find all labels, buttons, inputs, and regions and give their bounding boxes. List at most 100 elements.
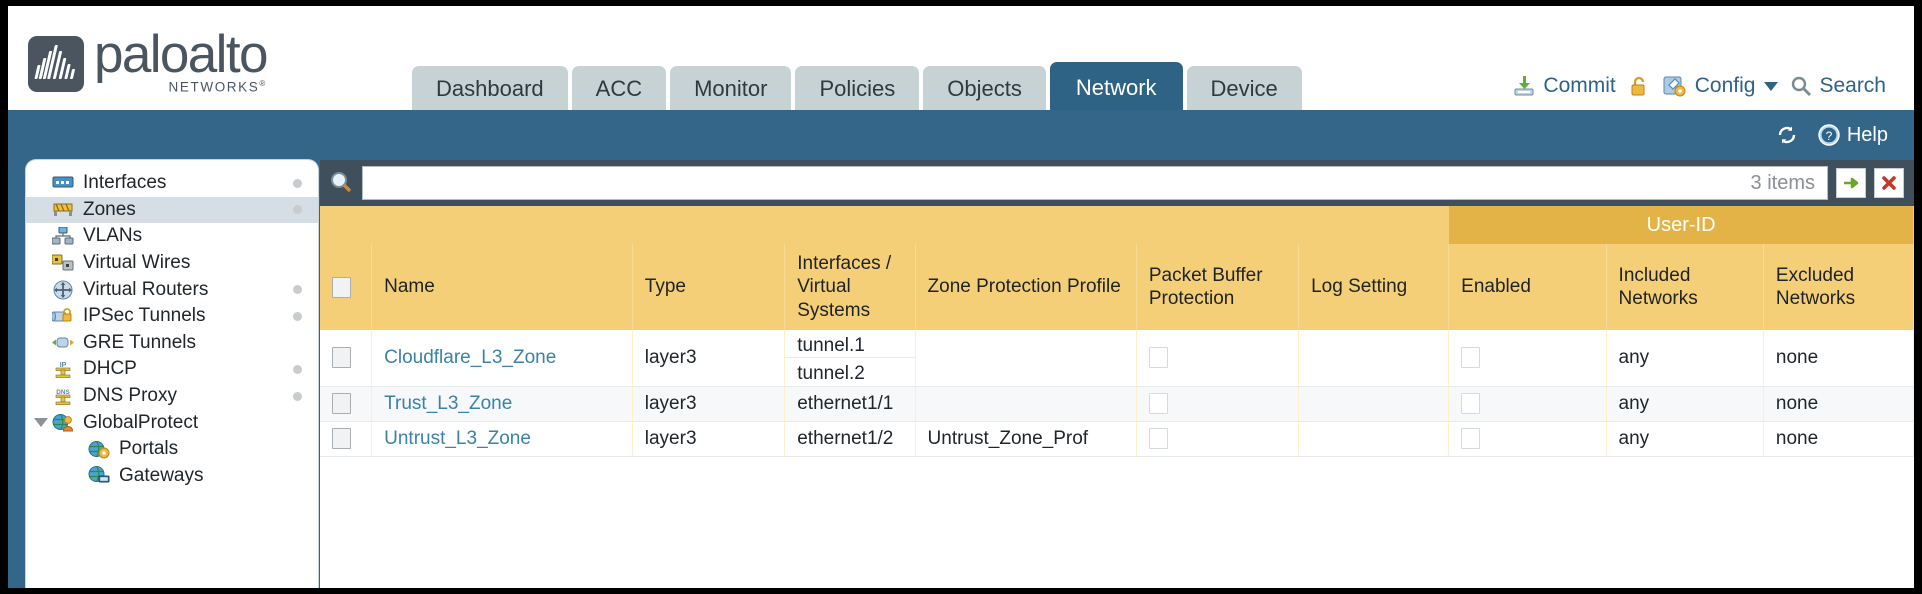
- brand-name: paloalto: [94, 25, 268, 84]
- band-actions: ? Help: [1775, 123, 1888, 147]
- sidebar-item-interfaces[interactable]: Interfaces: [26, 170, 318, 197]
- sidebar-item-label: Virtual Routers: [83, 278, 209, 300]
- apply-filter-button[interactable]: [1836, 168, 1866, 198]
- help-button[interactable]: ? Help: [1817, 123, 1888, 147]
- tab-objects[interactable]: Objects: [923, 65, 1046, 110]
- zone-link[interactable]: Trust_L3_Zone: [384, 393, 513, 414]
- main-tabs: Dashboard ACC Monitor Policies Objects N…: [412, 61, 1302, 110]
- sidebar-item-label: Gateways: [119, 464, 204, 486]
- status-dot: [293, 178, 302, 188]
- globalprotect-icon: [52, 413, 74, 432]
- row-checkbox[interactable]: [332, 428, 351, 450]
- cell-zone-protection-profile: Untrust_Zone_Prof: [915, 421, 1137, 457]
- sidebar-item-ipsec-tunnels[interactable]: IPSec Tunnels: [26, 303, 318, 330]
- cell-excluded-networks: none: [1763, 330, 1914, 387]
- column-header-included-networks[interactable]: Included Networks: [1606, 244, 1764, 330]
- cell-type: layer3: [632, 386, 786, 422]
- sidebar-item-label: GRE Tunnels: [83, 331, 196, 353]
- config-menu[interactable]: Config: [1662, 74, 1779, 98]
- sidebar-item-label: Virtual Wires: [83, 252, 191, 274]
- sidebar-item-virtual-wires[interactable]: Virtual Wires: [26, 250, 318, 277]
- page-body: Interfaces Zones VLANs Vir: [8, 160, 1914, 588]
- column-header-enabled[interactable]: Enabled: [1448, 244, 1607, 330]
- sub-header-band: ? Help: [8, 110, 1914, 160]
- sidebar-item-zones[interactable]: Zones: [26, 196, 318, 224]
- tab-device[interactable]: Device: [1186, 65, 1302, 110]
- enabled-checkbox[interactable]: [1461, 393, 1481, 415]
- cell-enabled: [1448, 386, 1607, 422]
- enabled-checkbox[interactable]: [1461, 428, 1481, 450]
- column-header-type[interactable]: Type: [632, 244, 786, 330]
- status-dot: [293, 391, 302, 401]
- column-header-zone-protection-profile[interactable]: Zone Protection Profile: [915, 244, 1137, 330]
- cell-packet-buffer-protection: [1136, 421, 1300, 457]
- brand-subtitle: NETWORKS®: [168, 78, 267, 95]
- cell-zone-protection-profile: [915, 330, 1137, 387]
- search-toolbar: 3 items: [320, 160, 1914, 206]
- column-header-log-setting[interactable]: Log Setting: [1298, 244, 1450, 330]
- clear-filter-button[interactable]: [1874, 168, 1904, 198]
- tab-dashboard[interactable]: Dashboard: [412, 65, 568, 110]
- column-header-interfaces[interactable]: Interfaces / Virtual Systems: [784, 244, 916, 330]
- tab-monitor[interactable]: Monitor: [670, 65, 792, 110]
- search-input[interactable]: 3 items: [362, 166, 1828, 200]
- sidebar-item-dns-proxy[interactable]: DNS DNS Proxy: [26, 383, 318, 410]
- cell-interfaces: ethernet1/2: [784, 421, 916, 457]
- row-checkbox[interactable]: [332, 347, 351, 369]
- interface-item: tunnel.2: [797, 363, 865, 384]
- cell-interfaces: ethernet1/1: [784, 386, 916, 422]
- column-header-excluded-networks[interactable]: Excluded Networks: [1763, 244, 1914, 330]
- row-checkbox[interactable]: [332, 393, 351, 415]
- refresh-button[interactable]: [1775, 123, 1799, 147]
- select-all-header: [320, 244, 373, 330]
- sidebar-item-vlans[interactable]: VLANs: [26, 223, 318, 250]
- status-dot: [293, 364, 302, 374]
- lock-button[interactable]: [1628, 74, 1650, 98]
- cell-included-networks: any: [1606, 386, 1764, 422]
- tab-policies[interactable]: Policies: [795, 65, 920, 110]
- brand-logo: paloalto NETWORKS®: [28, 25, 268, 98]
- interface-item: tunnel.1: [785, 330, 915, 358]
- table-row[interactable]: Trust_L3_Zone layer3 ethernet1/1 any: [320, 386, 1914, 422]
- sidebar-item-gre-tunnels[interactable]: GRE Tunnels: [26, 330, 318, 357]
- gre-tunnels-icon: [52, 333, 74, 352]
- cell-type: layer3: [632, 421, 786, 457]
- search-magnifier-icon: [1792, 76, 1812, 96]
- svg-text:?: ?: [1826, 129, 1833, 143]
- zone-link[interactable]: Cloudflare_L3_Zone: [384, 347, 557, 368]
- gateways-icon: [88, 466, 110, 485]
- chevron-down-icon[interactable]: [1764, 81, 1779, 91]
- interfaces-icon: [52, 174, 74, 193]
- sidebar-item-globalprotect[interactable]: GlobalProtect: [26, 409, 318, 436]
- table-row[interactable]: Untrust_L3_Zone layer3 ethernet1/2 Untru…: [320, 421, 1914, 457]
- apply-arrow-icon: [1844, 177, 1859, 189]
- tab-acc[interactable]: ACC: [571, 65, 667, 110]
- sidebar-item-virtual-routers[interactable]: Virtual Routers: [26, 276, 318, 303]
- column-header-name[interactable]: Name: [371, 244, 633, 330]
- commit-label: Commit: [1543, 74, 1616, 97]
- virtual-routers-icon: [52, 280, 74, 300]
- help-label: Help: [1846, 123, 1888, 146]
- top-header: paloalto NETWORKS® Dashboard ACC Monitor…: [8, 6, 1914, 110]
- commit-button[interactable]: Commit: [1512, 74, 1616, 98]
- search-magnifier-icon[interactable]: [328, 170, 354, 196]
- sidebar-nav: Interfaces Zones VLANs Vir: [26, 160, 318, 588]
- chevron-down-icon[interactable]: [34, 418, 48, 428]
- zones-table: User-ID Name Type Interfaces / Virtual S…: [320, 206, 1914, 457]
- sidebar-item-gateways[interactable]: Gateways: [26, 463, 318, 490]
- sidebar-item-dhcp[interactable]: IP DHCP: [26, 356, 318, 383]
- row-select-cell: [320, 330, 373, 387]
- enabled-checkbox[interactable]: [1461, 347, 1481, 369]
- help-question-icon: ?: [1818, 124, 1840, 146]
- search-label: Search: [1819, 74, 1886, 97]
- search-button[interactable]: Search: [1790, 74, 1886, 98]
- column-header-packet-buffer-protection[interactable]: Packet Buffer Protection: [1136, 244, 1300, 330]
- tab-network[interactable]: Network: [1049, 61, 1183, 110]
- select-all-checkbox[interactable]: [332, 276, 351, 298]
- sidebar-item-portals[interactable]: Portals: [26, 436, 318, 463]
- vlans-icon: [51, 226, 74, 246]
- packet-buffer-protection-checkbox[interactable]: [1148, 393, 1168, 415]
- packet-buffer-protection-checkbox[interactable]: [1148, 428, 1168, 450]
- zone-link[interactable]: Untrust_L3_Zone: [384, 428, 531, 449]
- packet-buffer-protection-checkbox[interactable]: [1148, 347, 1168, 369]
